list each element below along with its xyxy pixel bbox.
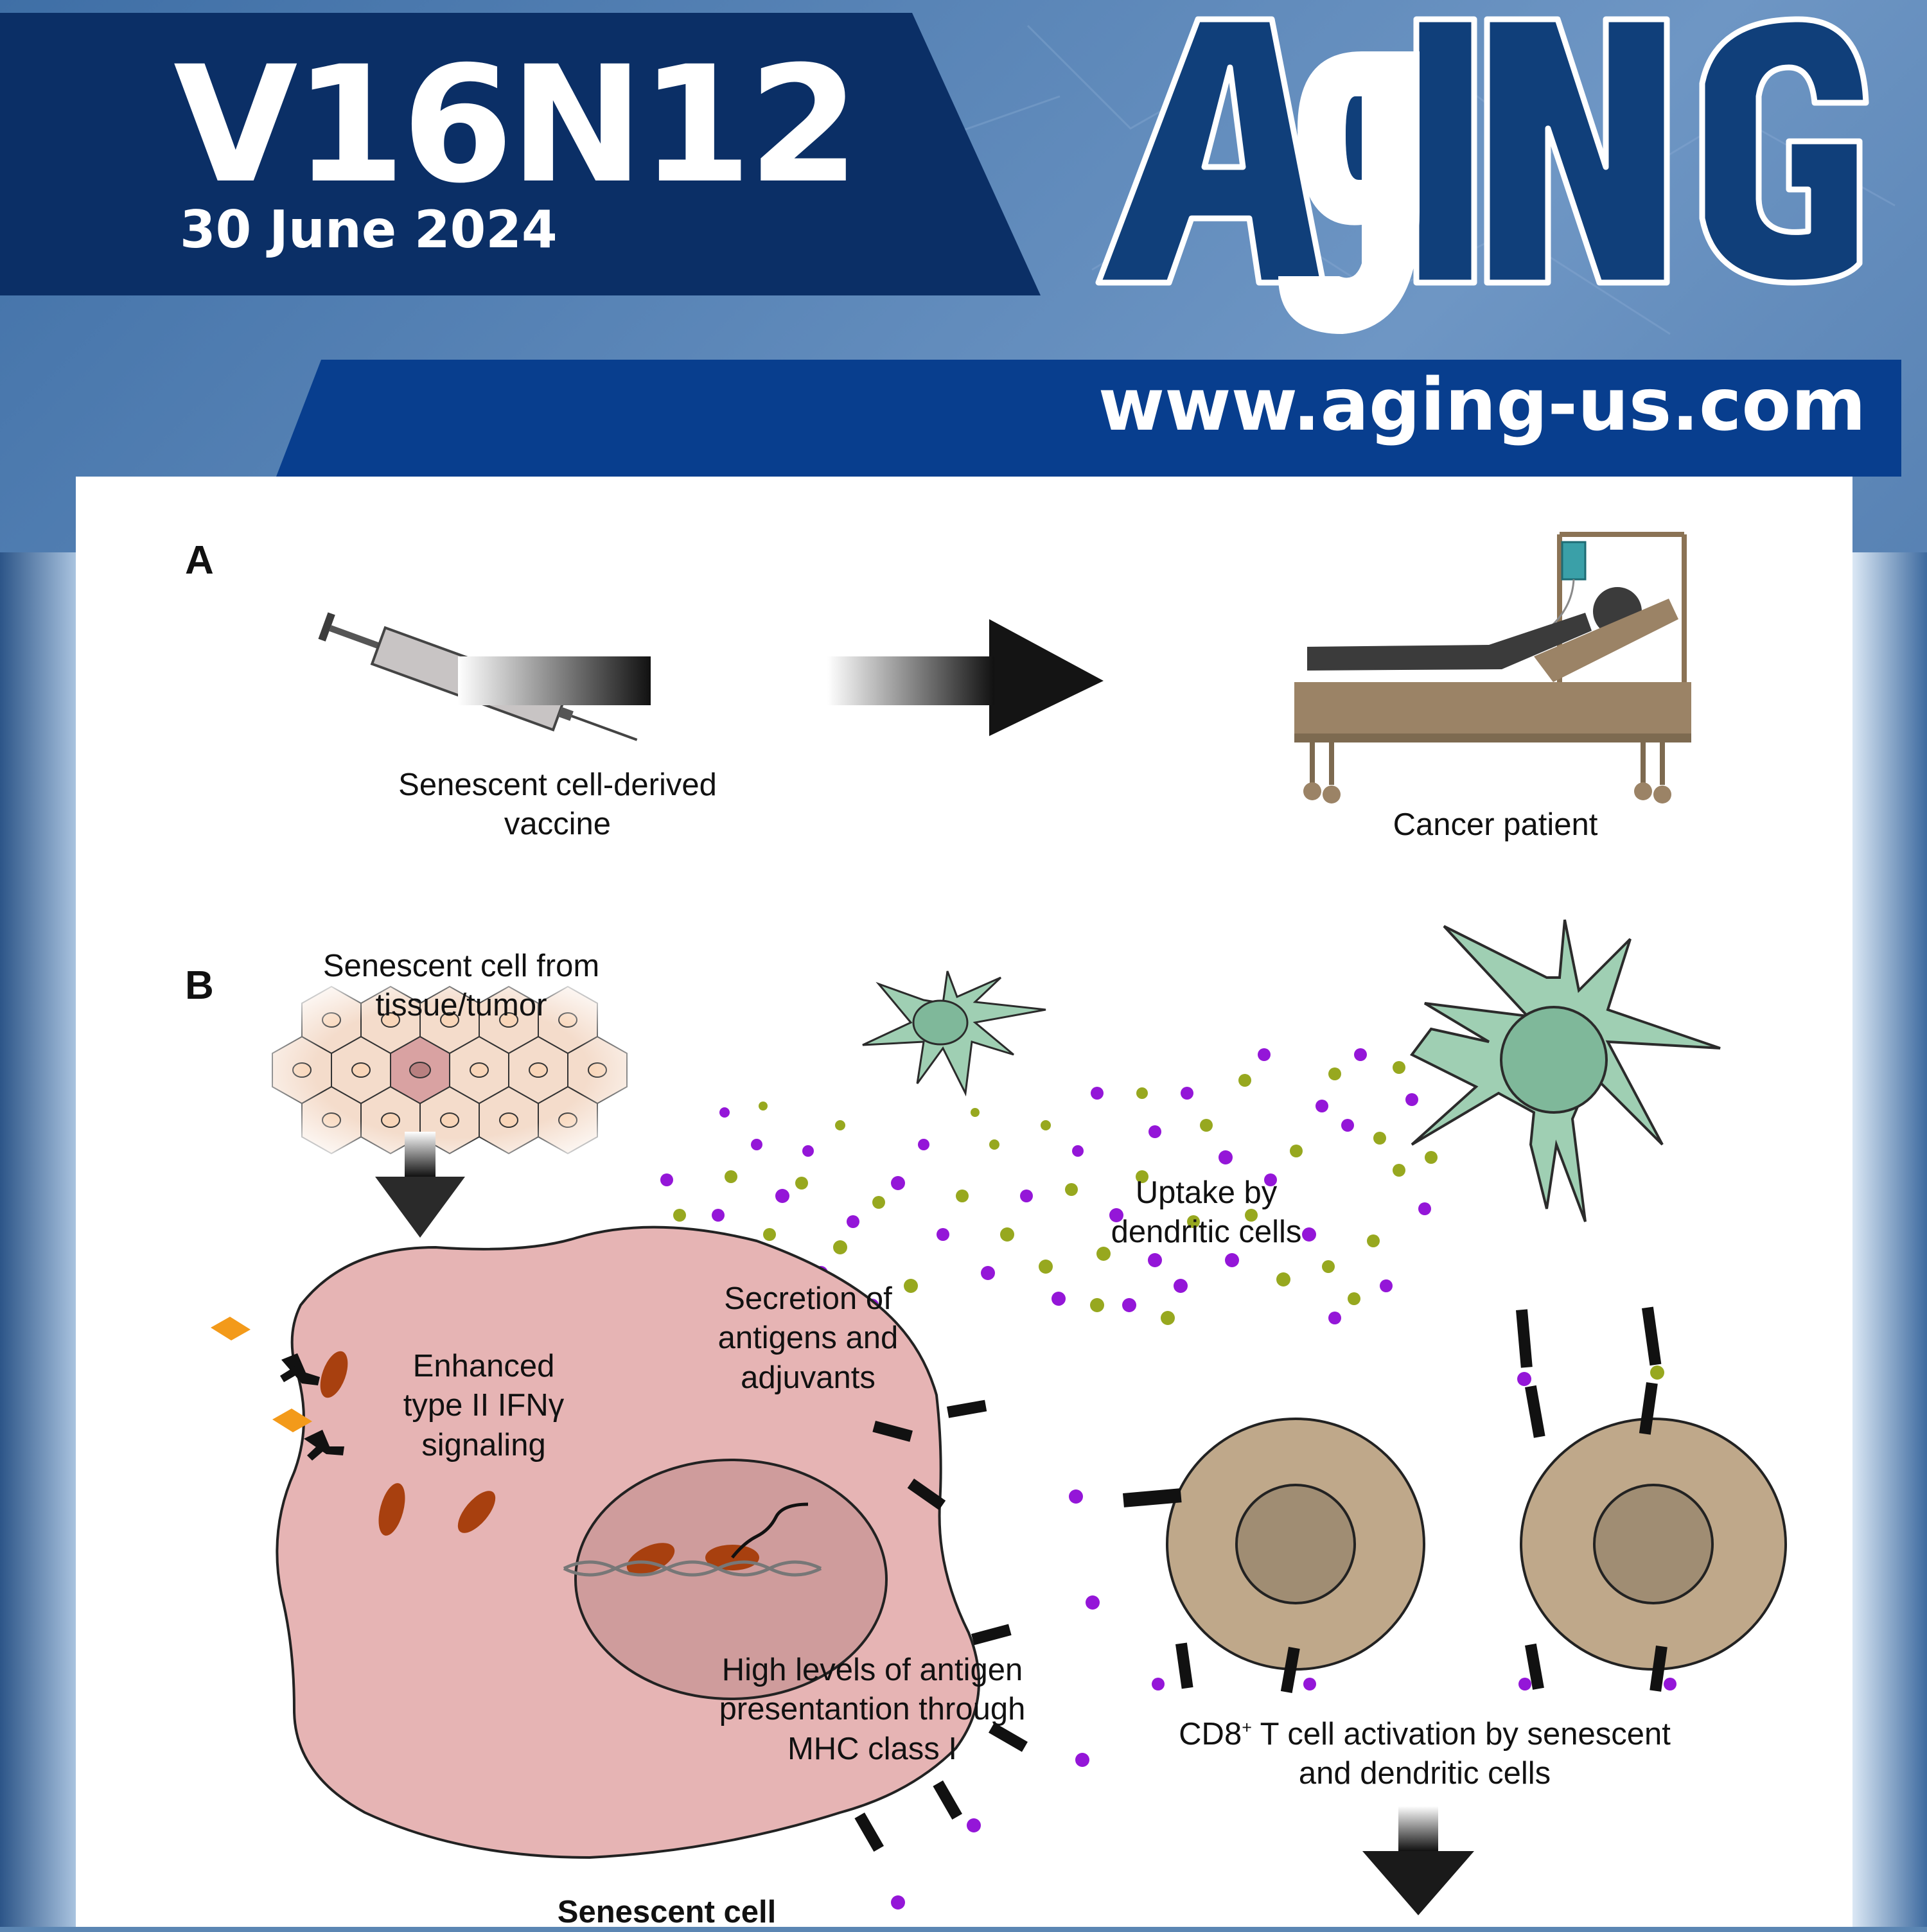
mhc-line3: MHC class I	[787, 1731, 958, 1766]
tissue-cells	[262, 978, 641, 1164]
ifn-receptors	[211, 1317, 344, 1461]
dc-tcell-synapse	[1516, 1306, 1664, 1386]
t-cell-2	[1518, 1382, 1787, 1692]
iv-bag-icon	[1561, 541, 1587, 581]
website-url[interactable]: www.aging-us.com	[1098, 364, 1866, 447]
issue-code: V16N12	[173, 31, 860, 218]
ifn-line3: signaling	[421, 1427, 546, 1462]
ifn-signaling-label: Enhanced type II IFNγ signaling	[371, 1347, 596, 1465]
senescent-cell	[276, 1225, 980, 1859]
hospital-bed-icon	[1294, 532, 1691, 804]
uptake-label: Uptake by dendritic cells	[1059, 1173, 1354, 1252]
antigen-dots	[660, 1048, 1438, 1325]
secretion-line3: adjuvants	[741, 1360, 876, 1395]
cd8-activation-label: CD8+ T cell activation by senescent and …	[1129, 1715, 1720, 1794]
secretion-line2: antigens and	[717, 1321, 899, 1356]
bottom-down-arrow-icon	[1362, 1806, 1474, 1915]
cd8-line1-rest: T cell activation by senescent	[1251, 1717, 1671, 1752]
tissue-label: Senescent cell from tissue/tumor	[262, 947, 660, 1026]
aging-logo	[1095, 16, 1869, 334]
panel-a-letter: A	[185, 538, 214, 583]
ifn-line2: type II IFNγ	[403, 1388, 565, 1423]
t-cell-1	[1122, 1418, 1425, 1694]
right-arrow-icon	[458, 619, 1104, 736]
ifn-line1: Enhanced	[412, 1349, 555, 1383]
mhc-presentation-label: High levels of antigen presentantion thr…	[680, 1651, 1065, 1769]
patient-label: Cancer patient	[1393, 807, 1598, 842]
cd8-line1: CD8+ T cell activation by senescent	[1129, 1715, 1720, 1754]
cd8-line2: and dendritic cells	[1298, 1756, 1551, 1791]
mhc-line1: High levels of antigen	[721, 1653, 1023, 1687]
vaccine-label: Senescent cell-derived vaccine	[256, 766, 859, 845]
url-blue-band	[276, 360, 1901, 477]
vaccine-label-line2: vaccine	[504, 807, 612, 842]
mhc-complexes	[854, 1400, 1100, 1910]
cd8-prefix: CD8	[1179, 1717, 1242, 1752]
issue-date: 30 June 2024	[180, 200, 558, 259]
mhc-line2: presentantion through	[719, 1692, 1026, 1727]
uptake-line1: Uptake by	[1135, 1175, 1278, 1210]
dendritic-cell-large	[1409, 919, 1721, 1222]
senescent-cell-label: Senescent cell	[557, 1895, 777, 1929]
top-left-navy-band	[0, 13, 1041, 295]
dendritic-cell-small	[862, 970, 1046, 1097]
figure-artwork	[211, 532, 1787, 1915]
secretion-label: Secretion of antigens and adjuvants	[680, 1279, 937, 1398]
panel-b-letter: B	[185, 963, 214, 1008]
uptake-line2: dendritic cells	[1111, 1215, 1302, 1250]
tissue-label-line2: tissue/tumor	[375, 988, 547, 1023]
tissue-label-line1: Senescent cell from	[322, 949, 600, 983]
secretion-line1: Secretion of	[724, 1281, 892, 1316]
figure-panel: A B Senescent cell-derived vaccine Cance…	[76, 477, 1852, 1929]
down-arrow-icon	[375, 1132, 465, 1238]
vaccine-label-line1: Senescent cell-derived	[398, 768, 717, 802]
cd8-superscript: +	[1242, 1717, 1252, 1737]
